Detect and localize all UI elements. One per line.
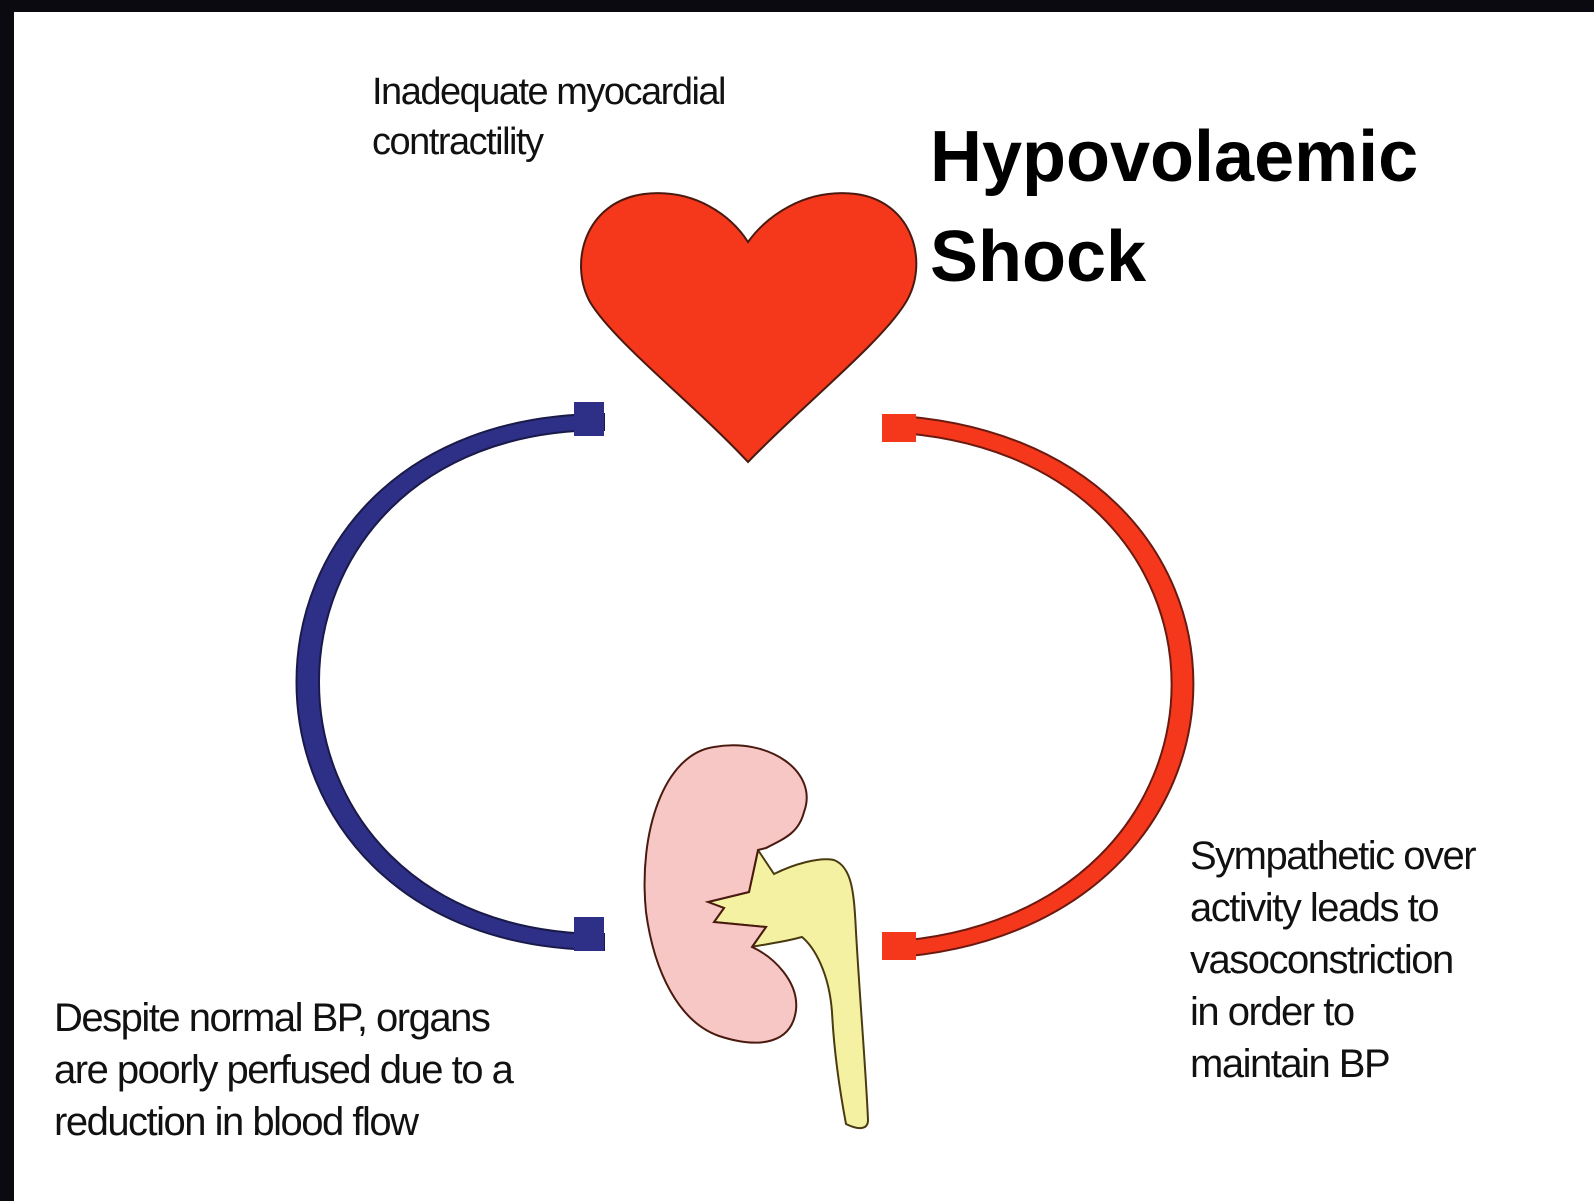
top-label-line-2: contractility xyxy=(372,117,725,167)
left-label-line-3: reduction in blood flow xyxy=(54,1096,512,1148)
heart-icon xyxy=(581,193,916,462)
left-label-line-1: Despite normal BP, organs xyxy=(54,992,512,1044)
slide-canvas: Inadequate myocardial contractility Hypo… xyxy=(14,12,1594,1201)
arterial-outflow-arc xyxy=(884,415,1193,958)
title-line-2: Shock xyxy=(930,207,1418,307)
right-label-line-2: activity leads to xyxy=(1190,882,1475,934)
right-label-line-1: Sympathetic over xyxy=(1190,830,1475,882)
arterial-arc-top xyxy=(882,414,916,442)
right-label-line-3: vasoconstriction xyxy=(1190,934,1475,986)
top-label-line-1: Inadequate myocardial xyxy=(372,67,725,117)
arterial-arc-bottom xyxy=(882,932,916,960)
page-title: Hypovolaemic Shock xyxy=(930,107,1418,307)
title-line-1: Hypovolaemic xyxy=(930,107,1418,207)
right-label-line-5: maintain BP xyxy=(1190,1038,1475,1090)
venous-return-arc xyxy=(297,414,605,950)
venous-arc-bottom xyxy=(574,917,604,951)
left-label: Despite normal BP, organs are poorly per… xyxy=(54,992,512,1148)
venous-arc-top xyxy=(574,402,604,436)
right-label-line-4: in order to xyxy=(1190,986,1475,1038)
right-label: Sympathetic over activity leads to vasoc… xyxy=(1190,830,1475,1090)
top-label: Inadequate myocardial contractility xyxy=(372,67,725,167)
left-label-line-2: are poorly perfused due to a xyxy=(54,1044,512,1096)
